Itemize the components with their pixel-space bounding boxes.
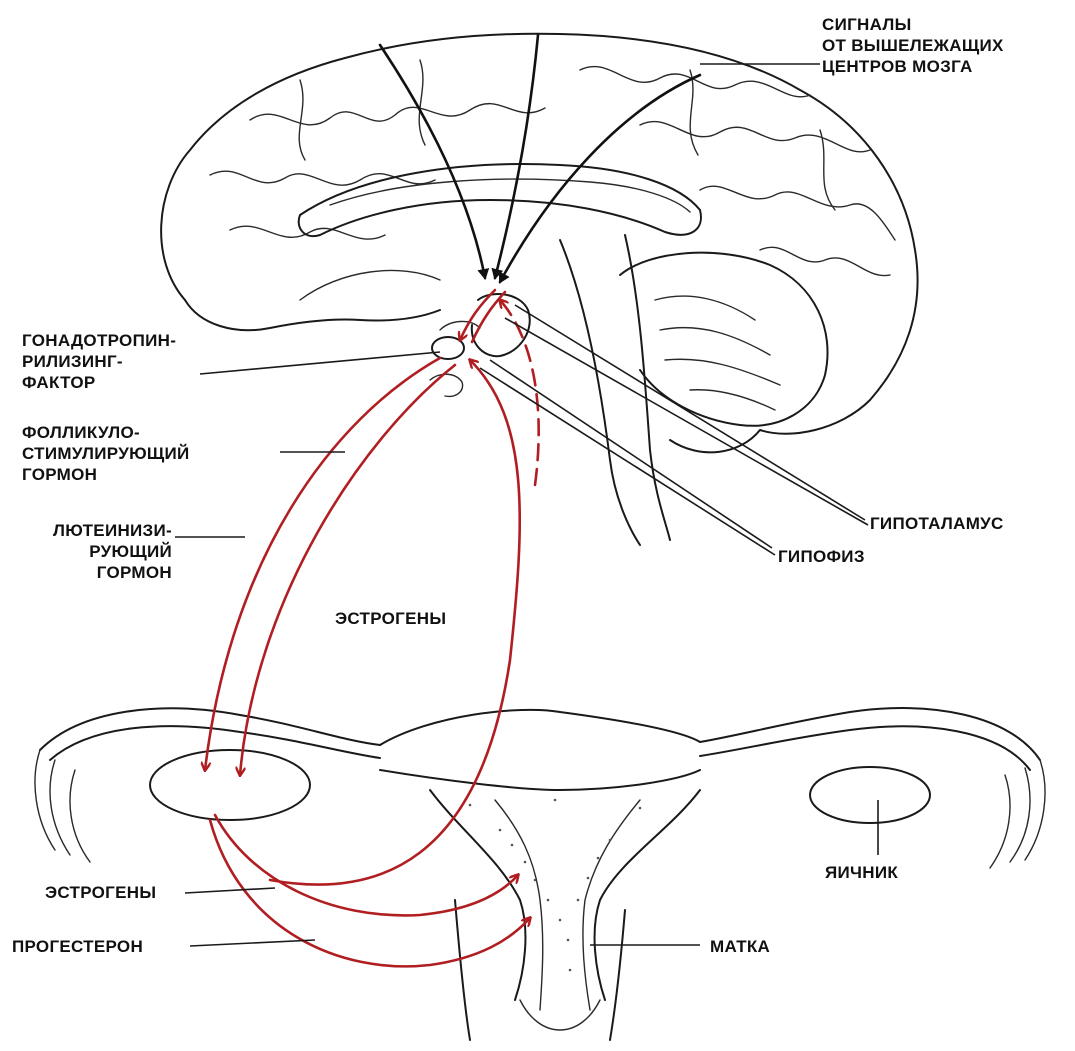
label-gnrh: ГОНАДОТРОПИН- РИЛИЗИНГ- ФАКТОР — [22, 330, 176, 393]
label-lh-line-2: РУЮЩИЙ — [22, 541, 172, 562]
label-ovary: ЯИЧНИК — [825, 862, 898, 883]
label-gnrh-line-2: РИЛИЗИНГ- — [22, 351, 176, 372]
ovary-to-uterus-arrows — [210, 815, 530, 966]
label-gnrh-line-1: ГОНАДОТРОПИН- — [22, 330, 176, 351]
label-signals-line-1: СИГНАЛЫ — [822, 14, 1004, 35]
estrogen-feedback-arrows — [270, 300, 539, 885]
fsh-lh-arrows — [205, 358, 455, 775]
label-uterus: МАТКА — [710, 936, 770, 957]
label-gnrh-line-3: ФАКТОР — [22, 372, 176, 393]
label-signals-line-2: ОТ ВЫШЕЛЕЖАЩИХ — [822, 35, 1004, 56]
brain-illustration — [161, 34, 917, 545]
label-lh-line-1: ЛЮТЕИНИЗИ- — [22, 520, 172, 541]
label-signals-line-3: ЦЕНТРОВ МОЗГА — [822, 56, 1004, 77]
label-estrogens-center: ЭСТРОГЕНЫ — [335, 608, 446, 629]
label-pituitary: ГИПОФИЗ — [778, 546, 865, 567]
label-estrogens-lower: ЭСТРОГЕНЫ — [45, 882, 156, 903]
label-progesterone: ПРОГЕСТЕРОН — [12, 936, 143, 957]
label-fsh: ФОЛЛИКУЛО- СТИМУЛИРУЮЩИЙ ГОРМОН — [22, 422, 190, 485]
label-hypothalamus: ГИПОТАЛАМУС — [870, 513, 1004, 534]
label-fsh-line-2: СТИМУЛИРУЮЩИЙ — [22, 443, 190, 464]
label-fsh-line-3: ГОРМОН — [22, 464, 190, 485]
label-lh: ЛЮТЕИНИЗИ- РУЮЩИЙ ГОРМОН — [22, 520, 172, 583]
label-lh-line-3: ГОРМОН — [22, 562, 172, 583]
label-fsh-line-1: ФОЛЛИКУЛО- — [22, 422, 190, 443]
neural-signal-arrows — [380, 35, 700, 282]
label-signals-from-brain-centers: СИГНАЛЫ ОТ ВЫШЕЛЕЖАЩИХ ЦЕНТРОВ МОЗГА — [822, 14, 1004, 77]
